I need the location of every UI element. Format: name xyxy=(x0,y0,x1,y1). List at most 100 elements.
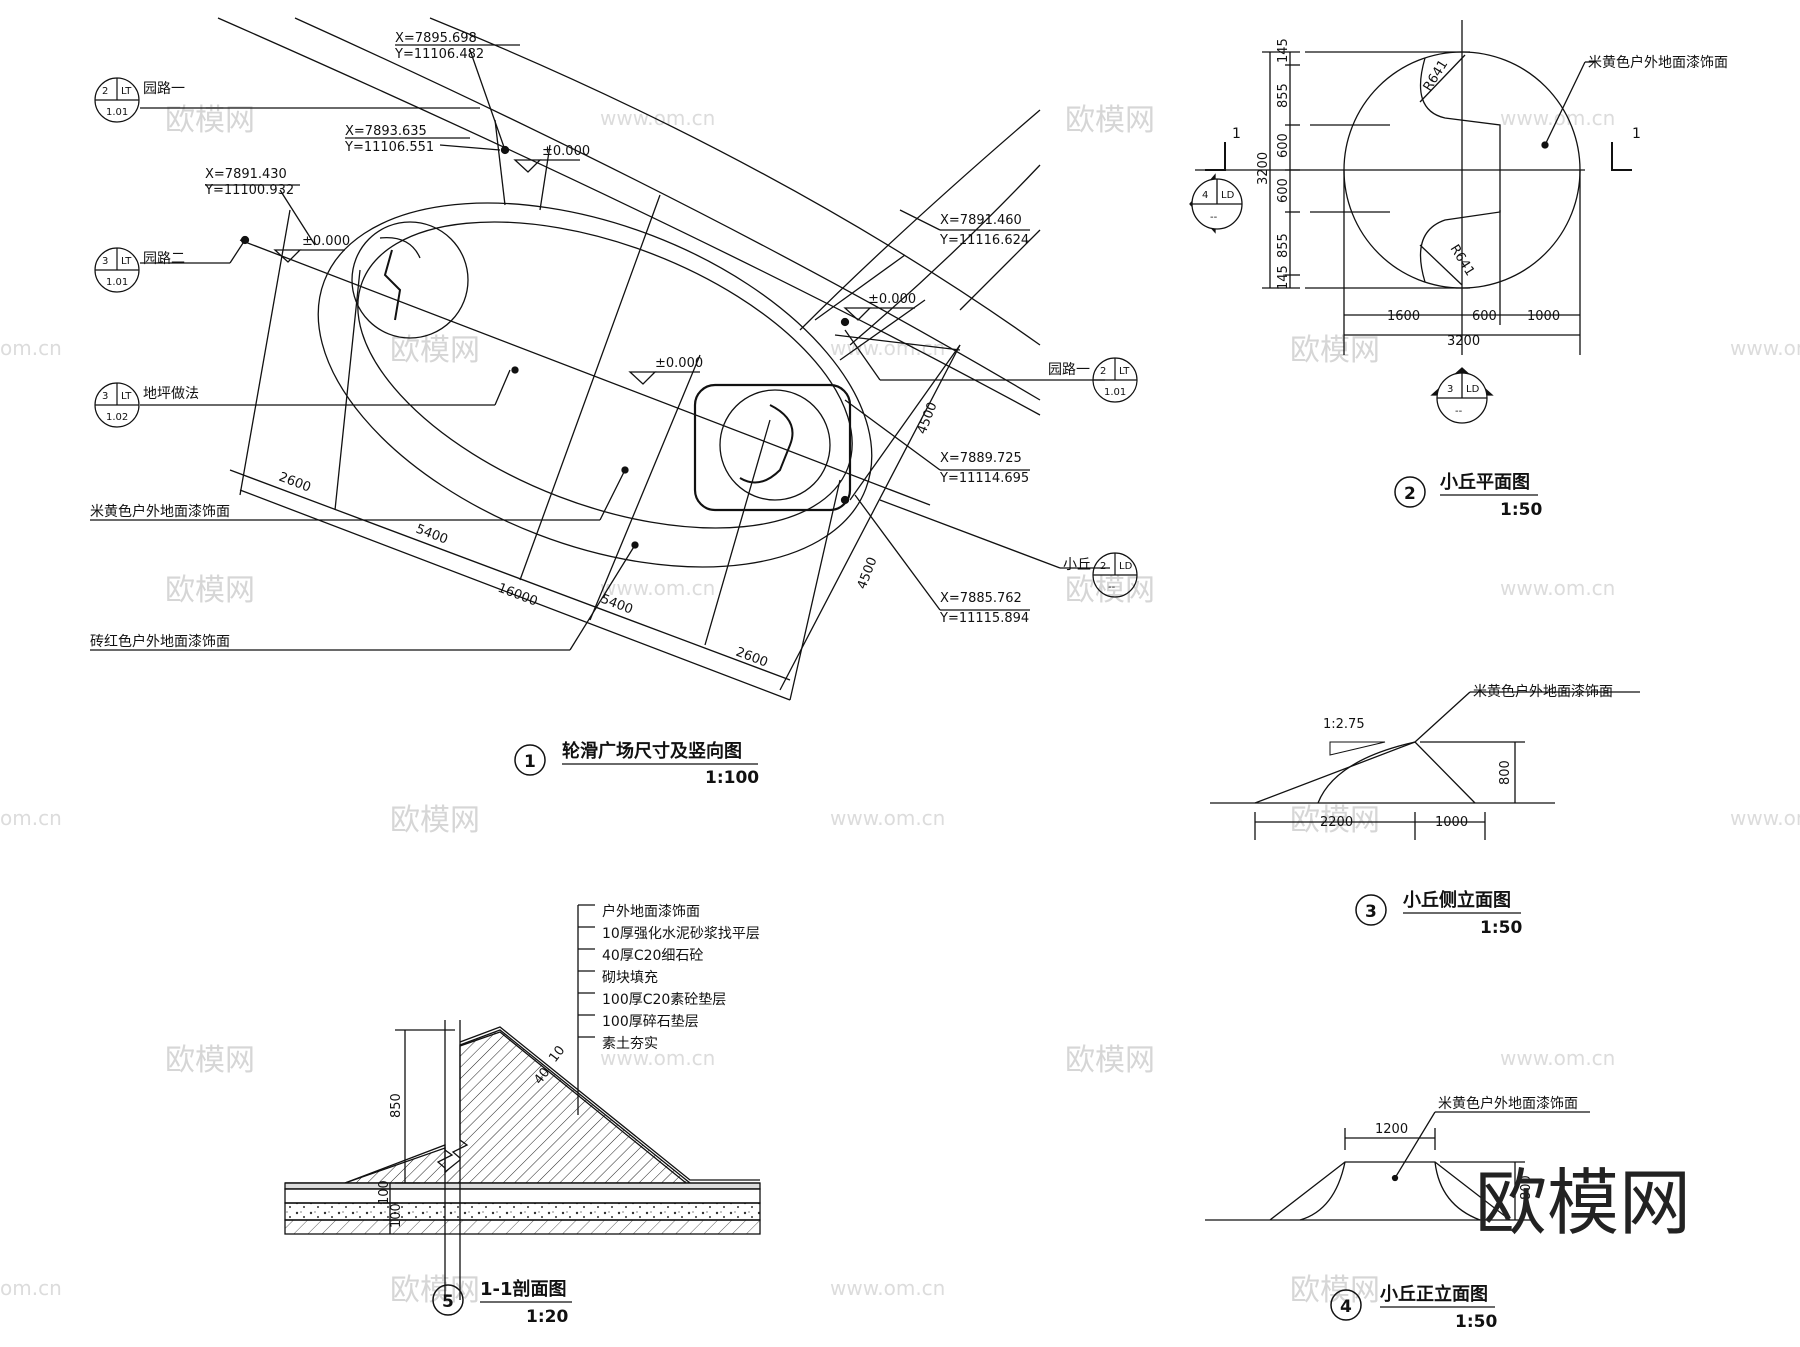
dimension-label: 2600 xyxy=(277,470,313,496)
axis-line xyxy=(239,239,931,506)
dimension-label: 10 xyxy=(546,1043,568,1065)
dimension-label: 4500 xyxy=(915,400,941,436)
callout-page: 1.01 xyxy=(106,277,128,288)
hill-s-curve xyxy=(383,249,402,321)
leader-line xyxy=(569,544,636,651)
watermark-url: www.om.cn xyxy=(830,806,945,830)
dimension-label: 5400 xyxy=(414,522,450,548)
watermark-brand: 欧模网 xyxy=(165,1043,255,1078)
layer-label: 100厚C20素砼垫层 xyxy=(602,992,726,1008)
leader-dot xyxy=(240,235,250,245)
drawing-number-circle xyxy=(432,1284,464,1316)
coord-y: Y=11114.695 xyxy=(939,471,1029,486)
coord-x: X=7891.460 xyxy=(940,213,1022,228)
callout-sheet: LT xyxy=(1119,366,1130,377)
leader-line xyxy=(229,239,246,264)
watermark-url: om.cn xyxy=(0,1276,62,1300)
elevation-label: ±0.000 xyxy=(868,292,916,307)
leader-line xyxy=(494,369,511,406)
path-line xyxy=(494,119,506,206)
elevation-marker xyxy=(513,159,542,173)
dimension-label: 1600 xyxy=(1387,309,1420,324)
callout-sheet: LD xyxy=(1119,561,1133,572)
watermark-brand: 欧模网 xyxy=(1290,1273,1380,1308)
callout-number: 3 xyxy=(1447,384,1453,395)
watermark-layer: 欧模网 欧模网 欧模网 欧模网 欧模网 欧模网 欧模网 欧模网 欧模网 欧模网 … xyxy=(0,103,1800,1308)
watermark-brand: 欧模网 xyxy=(1290,333,1380,368)
drawing-number-circle xyxy=(1355,894,1387,926)
hill-profile xyxy=(1254,741,1476,804)
watermark-url: www.om.cn xyxy=(830,336,945,360)
watermark-url: om.cn xyxy=(0,336,62,360)
coord-leader xyxy=(854,494,941,611)
watermark-url: www.om.cn xyxy=(1500,576,1615,600)
hill-cutout xyxy=(1419,170,1501,283)
dimension-label: 600 xyxy=(1472,309,1497,324)
dimension-line xyxy=(779,344,961,691)
dimension-label: 145 xyxy=(1276,265,1291,290)
coord-y: Y=11116.624 xyxy=(939,233,1029,248)
callout-label: 园路二 xyxy=(143,251,185,267)
drawing-number-circle xyxy=(1394,476,1426,508)
drawing-scale: 1:100 xyxy=(705,768,759,788)
plaza-inner-ellipse xyxy=(357,221,853,529)
layer-label: 砌块填充 xyxy=(602,970,658,986)
drawing-number: 4 xyxy=(1340,1297,1352,1317)
section-reference-bottom xyxy=(1430,367,1494,424)
watermark-brand: 欧模网 xyxy=(165,573,255,608)
coord-y: Y=11106.482 xyxy=(394,47,484,62)
layer-label: 100厚碎石垫层 xyxy=(602,1014,699,1030)
elevation-marker xyxy=(273,249,302,263)
callout-floor xyxy=(94,382,140,428)
leader-dot xyxy=(840,317,850,327)
dimension-extension xyxy=(834,334,961,351)
callout-sheet: LT xyxy=(121,86,132,97)
callout-sheet: LT xyxy=(121,256,132,267)
hill-cutout xyxy=(1419,57,1501,170)
radius-label: R641 xyxy=(1421,57,1452,94)
drawing-number: 5 xyxy=(442,1292,454,1312)
section-mark: 1 xyxy=(1232,126,1241,142)
hill-circle xyxy=(351,221,469,339)
path-line xyxy=(839,299,926,361)
dimension-label: 800 xyxy=(1519,1175,1534,1200)
callout-sheet: LT xyxy=(121,391,132,402)
coord-y: Y=11100.932 xyxy=(204,183,294,198)
watermark-url: www.om.cn xyxy=(600,106,715,130)
dimension-extension xyxy=(519,194,661,581)
drawing-4-front-elevation xyxy=(1205,1111,1590,1221)
callout-label: 园路一 xyxy=(143,81,185,97)
dimension-extension xyxy=(704,419,771,646)
callout-hill xyxy=(1092,552,1138,598)
hill-finish-label: 米黄色户外地面漆饰面 xyxy=(1473,683,1613,700)
coord-x: X=7891.430 xyxy=(205,167,287,182)
callout-page: -- xyxy=(1210,212,1218,223)
callout-sheet: LD xyxy=(1221,190,1235,201)
hill-finish-label: 米黄色户外地面漆饰面 xyxy=(1438,1095,1578,1112)
drawing-scale: 1:50 xyxy=(1500,500,1542,520)
dimension-label: 100 xyxy=(389,1203,404,1228)
drawing-scale: 1:50 xyxy=(1480,918,1522,938)
callout-label: 地坪做法 xyxy=(143,386,199,402)
elevation-marker xyxy=(628,371,657,385)
callout-label: 园路一 xyxy=(1048,362,1090,378)
road-edge-line xyxy=(429,17,1041,346)
coord-leader xyxy=(899,209,941,231)
hill-profile xyxy=(1269,1161,1511,1221)
drawing-scale: 1:50 xyxy=(1455,1312,1497,1332)
drawing-title: 轮滑广场尺寸及竖向图 xyxy=(562,740,742,762)
dimension-extension xyxy=(589,354,701,621)
drawing-title: 小丘平面图 xyxy=(1440,472,1530,493)
hill-profile xyxy=(1299,1161,1346,1221)
callout-road1-top xyxy=(94,77,140,123)
coord-leader xyxy=(279,189,316,246)
callout-number: 4 xyxy=(1202,190,1208,201)
coord-x: X=7893.635 xyxy=(345,124,427,139)
watermark-url: www.om.cn xyxy=(600,576,715,600)
leader-line xyxy=(599,469,626,521)
path-line xyxy=(539,144,551,211)
hill-selection-box xyxy=(693,383,852,512)
dimension-label: 3200 xyxy=(1447,334,1480,349)
coord-leader xyxy=(439,144,501,151)
callout-number: 2 xyxy=(102,86,108,97)
